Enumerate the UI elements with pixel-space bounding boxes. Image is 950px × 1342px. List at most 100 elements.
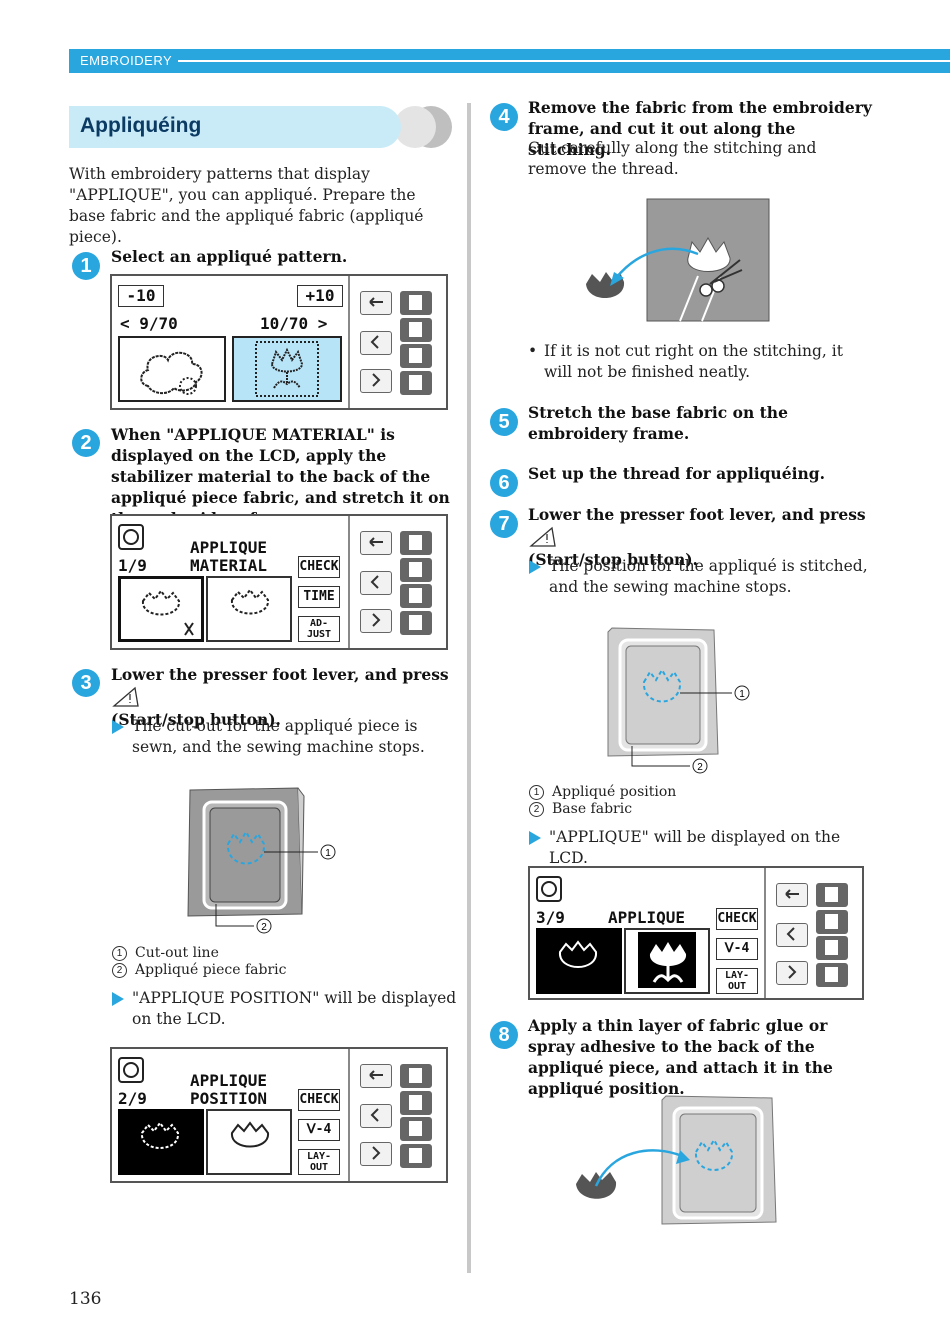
svg-text:2: 2 bbox=[261, 922, 267, 933]
tulip-outline-icon bbox=[231, 588, 269, 615]
back-button[interactable] bbox=[776, 883, 808, 907]
back-button[interactable] bbox=[360, 531, 392, 555]
pattern-thumb-next bbox=[624, 928, 710, 994]
chevron-left-icon bbox=[370, 1108, 379, 1122]
help-icon bbox=[409, 1148, 422, 1163]
start-stop-button-icon bbox=[529, 526, 556, 547]
pattern-thumb-current bbox=[118, 1109, 204, 1175]
section-header-label: EMBROIDERY bbox=[80, 53, 173, 68]
chevron-left-icon bbox=[786, 927, 795, 941]
layout-label-2: OUT bbox=[309, 1162, 329, 1173]
prev-page-button[interactable] bbox=[776, 923, 808, 947]
embroidery-icon bbox=[409, 1068, 422, 1083]
page-title: Appliquéing bbox=[80, 114, 202, 137]
lcd-separator bbox=[348, 1049, 350, 1181]
memory-button[interactable] bbox=[816, 936, 848, 960]
check-button[interactable]: CHECK bbox=[716, 908, 758, 930]
lcd-title-line1: APPLIQUE bbox=[608, 908, 686, 927]
legend-number: 1 bbox=[529, 784, 544, 800]
legend-label: Appliqué piece fabric bbox=[135, 962, 287, 978]
tulip-pattern-icon bbox=[255, 341, 319, 397]
check-button[interactable]: CHECK bbox=[298, 556, 340, 578]
memory-button[interactable] bbox=[400, 344, 432, 368]
legend-number: 1 bbox=[112, 945, 127, 961]
embroidery-mode-button[interactable] bbox=[400, 531, 432, 555]
memory-button[interactable] bbox=[400, 584, 432, 608]
embroidery-icon bbox=[825, 887, 838, 902]
attach-applique-illustration bbox=[576, 1095, 777, 1225]
back-button[interactable] bbox=[360, 291, 392, 315]
settings-button[interactable] bbox=[400, 558, 432, 582]
step-7-text-a: Lower the presser foot lever, and press bbox=[528, 505, 866, 524]
result-arrow-icon bbox=[112, 992, 124, 1006]
chevron-right-icon bbox=[372, 1146, 381, 1160]
help-button[interactable] bbox=[400, 371, 432, 395]
layout-button[interactable]: LAY-OUT bbox=[716, 968, 758, 994]
memory-icon bbox=[409, 588, 422, 603]
help-button[interactable] bbox=[400, 611, 432, 635]
step-3-result: The cut-out for the appliqué piece is se… bbox=[132, 717, 425, 756]
note-applique-position: "APPLIQUE POSITION" will be displayed on… bbox=[132, 989, 457, 1028]
settings-button[interactable] bbox=[400, 1091, 432, 1115]
svg-text:1: 1 bbox=[739, 689, 745, 700]
list-icon bbox=[825, 914, 838, 929]
layout-label-1: LAY- bbox=[306, 1151, 332, 1162]
layout-label-1: LAY- bbox=[724, 970, 750, 981]
step-7-result: The position for the appliqué is stitche… bbox=[549, 557, 868, 596]
step-7-text-b: (Start/stop button). bbox=[528, 550, 698, 569]
lcd-title-line2: POSITION bbox=[190, 1089, 268, 1108]
step-number-3: 3 bbox=[72, 669, 100, 697]
pattern-thumb-flower[interactable] bbox=[118, 336, 226, 402]
minus-10-button[interactable]: -10 bbox=[118, 285, 164, 307]
prev-page-button[interactable] bbox=[360, 331, 392, 355]
next-page-button[interactable] bbox=[360, 609, 392, 633]
cutout-line-illustration: 1 2 bbox=[187, 787, 336, 934]
title-decoration bbox=[394, 106, 436, 148]
next-page-button[interactable] bbox=[360, 369, 392, 393]
tulip-outline-icon bbox=[142, 589, 194, 636]
list-icon bbox=[409, 562, 422, 577]
help-button[interactable] bbox=[816, 963, 848, 987]
layout-button[interactable]: LAY-OUT bbox=[298, 1149, 340, 1175]
embroidery-mode-button[interactable] bbox=[816, 883, 848, 907]
time-button[interactable]: TIME bbox=[298, 586, 340, 608]
memory-button[interactable] bbox=[400, 1117, 432, 1141]
plus-10-button[interactable]: +10 bbox=[297, 285, 343, 307]
step-number-7: 7 bbox=[490, 510, 518, 538]
start-stop-button-icon bbox=[112, 686, 139, 707]
step-3-text: Lower the presser foot lever, and press … bbox=[111, 664, 451, 730]
next-page-button[interactable] bbox=[776, 961, 808, 985]
result-arrow-icon bbox=[112, 720, 124, 734]
stitch-count-button[interactable]: Ⅴ-4 bbox=[716, 938, 758, 960]
memory-icon bbox=[409, 348, 422, 363]
applique-mode-icon bbox=[536, 876, 562, 902]
step-3-text-b: (Start/stop button). bbox=[111, 710, 281, 729]
embroidery-mode-button[interactable] bbox=[400, 1064, 432, 1088]
pattern-thumb-current bbox=[118, 576, 204, 642]
stitch-count-button[interactable]: Ⅴ-4 bbox=[298, 1119, 340, 1141]
cloud-pattern-icon bbox=[140, 351, 203, 395]
step-6-text: Set up the thread for appliquéing. bbox=[528, 464, 825, 483]
adjust-button[interactable]: AD-JUST bbox=[298, 616, 340, 642]
cut-out-illustration bbox=[586, 198, 770, 322]
help-button[interactable] bbox=[400, 1144, 432, 1168]
return-arrow-icon bbox=[369, 537, 383, 547]
prev-page-button[interactable] bbox=[360, 571, 392, 595]
next-page-button[interactable] bbox=[360, 1142, 392, 1166]
column-divider bbox=[467, 103, 471, 1273]
settings-button[interactable] bbox=[400, 318, 432, 342]
prev-page-button[interactable] bbox=[360, 1104, 392, 1128]
lcd-separator bbox=[764, 868, 766, 998]
settings-button[interactable] bbox=[816, 910, 848, 934]
back-button[interactable] bbox=[360, 1064, 392, 1088]
pattern-thumb-tulip-selected[interactable] bbox=[232, 336, 342, 402]
chevron-right-icon bbox=[372, 613, 381, 627]
applique-icon bbox=[541, 881, 557, 897]
embroidery-icon bbox=[409, 535, 422, 550]
embroidery-mode-button[interactable] bbox=[400, 291, 432, 315]
check-button[interactable]: CHECK bbox=[298, 1089, 340, 1111]
lcd-screen-applique: 3/9 APPLIQUE CHECK Ⅴ-4 LAY-OUT bbox=[528, 866, 864, 1000]
legend-label: Appliqué position bbox=[552, 784, 677, 800]
